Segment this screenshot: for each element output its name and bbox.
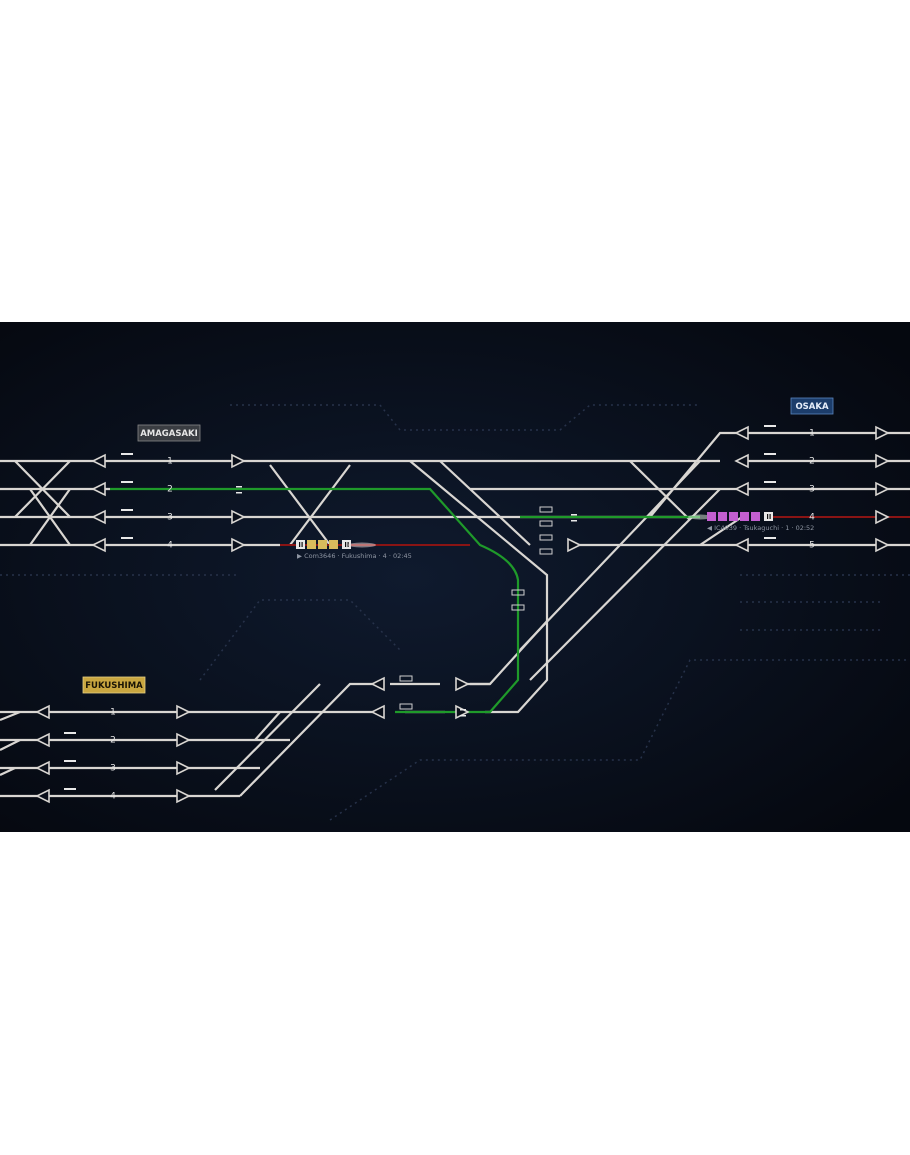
track-number: 3 (167, 513, 173, 523)
track-number: 2 (167, 485, 173, 495)
background-dotted-paths (0, 404, 910, 821)
track-number: 5 (809, 541, 815, 551)
track-number: 4 (110, 792, 116, 802)
signal-left-icon[interactable] (734, 537, 749, 553)
signal-left-icon[interactable] (91, 453, 106, 469)
signal-left-icon[interactable] (370, 676, 385, 692)
signal-left-icon[interactable] (91, 509, 106, 525)
station-label-fukushima[interactable]: FUKUSHIMA (82, 676, 146, 694)
signal-left-icon[interactable] (35, 788, 50, 804)
signal-right-icon[interactable] (567, 537, 582, 553)
section-indicators (399, 506, 553, 710)
signal-right-icon[interactable] (455, 676, 470, 692)
track-number: 3 (809, 485, 815, 495)
signal-right-icon[interactable] (875, 537, 890, 553)
signal-left-icon[interactable] (734, 453, 749, 469)
signal-right-icon[interactable] (176, 788, 191, 804)
signal-left-icon[interactable] (734, 481, 749, 497)
station-label-osaka[interactable]: OSAKA (790, 397, 834, 415)
signal-left-icon[interactable] (91, 481, 106, 497)
signals (35, 425, 890, 804)
train-info: ▶ Com3646 · Fukushima · 4 · 02:45 (297, 552, 412, 560)
station-label-amagasaki[interactable]: AMAGASAKI (137, 424, 201, 442)
signal-left-icon[interactable] (35, 760, 50, 776)
signal-left-icon[interactable] (370, 704, 385, 720)
track-number: 2 (110, 736, 116, 746)
signal-right-icon[interactable] (875, 453, 890, 469)
track-number: 4 (167, 541, 173, 551)
track-number: 1 (809, 429, 815, 439)
svg-text:FUKUSHIMA: FUKUSHIMA (85, 681, 143, 691)
signal-left-icon[interactable] (91, 537, 106, 553)
signal-left-icon[interactable] (35, 732, 50, 748)
train-ic4039[interactable]: ◀ IC4039 · Tsukaguchi · 1 · 02:52 (688, 512, 814, 532)
signal-right-icon[interactable] (875, 481, 890, 497)
signal-right-icon[interactable] (231, 453, 246, 469)
track-numbers: 1 2 3 4 1 2 3 4 5 1 2 3 4 (110, 429, 815, 802)
track-number: 4 (809, 513, 815, 523)
signal-right-icon[interactable] (176, 704, 191, 720)
signal-right-icon[interactable] (231, 537, 246, 553)
signal-right-icon[interactable] (875, 425, 890, 441)
signal-left-icon[interactable] (734, 425, 749, 441)
track-number: 2 (809, 457, 815, 467)
signal-right-icon[interactable] (176, 732, 191, 748)
track-number: 1 (167, 457, 173, 467)
signal-right-icon[interactable] (875, 509, 890, 525)
platform-markers (64, 425, 776, 790)
track-number: 1 (110, 708, 116, 718)
signal-right-icon[interactable] (176, 760, 191, 776)
train-info: ◀ IC4039 · Tsukaguchi · 1 · 02:52 (707, 524, 814, 532)
signal-left-icon[interactable] (35, 704, 50, 720)
svg-text:OSAKA: OSAKA (795, 402, 829, 412)
signal-right-icon[interactable] (231, 509, 246, 525)
map-background (0, 322, 910, 832)
track-number: 3 (110, 764, 116, 774)
svg-text:AMAGASAKI: AMAGASAKI (140, 429, 198, 439)
train-com3646[interactable]: ▶ Com3646 · Fukushima · 4 · 02:45 (296, 540, 412, 560)
